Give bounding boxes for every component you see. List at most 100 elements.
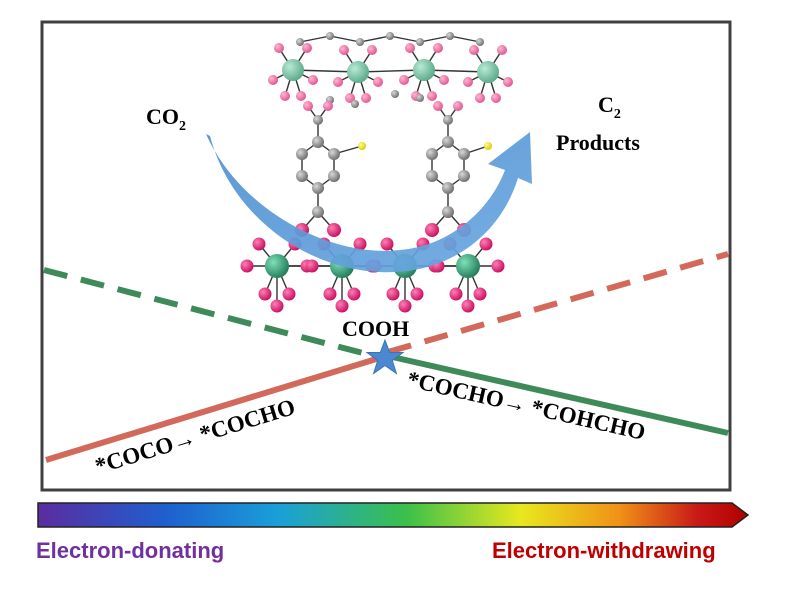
molecular-structure [240,32,513,313]
oxygen-atom [503,77,513,87]
product-label-products: Products [556,130,640,155]
oxygen-atom [258,287,272,301]
electron-colorbar [37,502,750,528]
carbon-atom [328,148,340,160]
molecular-bond [419,35,451,43]
carbon-atom [426,148,438,160]
oxygen-atom [268,75,278,85]
electron-withdrawing-label: Electron-withdrawing [492,538,716,563]
carbon-atom [313,115,323,125]
carbon-atom [443,115,453,125]
oxygen-atom [361,93,371,103]
oxygen-atom [491,259,505,273]
molecular-bond [359,35,391,43]
oxygen-atom [305,259,319,273]
oxygen-atom [240,259,254,273]
carbon-atom [356,38,364,46]
hydrogen-atom [484,142,492,150]
oxygen-atom [282,287,296,301]
oxygen-atom [463,77,473,87]
oxygen-atom [449,287,463,301]
molecular-bond [389,35,421,43]
oxygen-atom [308,75,318,85]
intersection-star-icon [365,338,405,375]
oxygen-atom [475,93,485,103]
carbon-atom [328,170,340,182]
oxygen-atom [399,75,409,85]
carbon-atom [442,206,454,218]
oxygen-atom [453,101,463,111]
oxygen-atom [323,287,337,301]
carbon-atom [446,32,454,40]
oxygen-atom [339,45,349,55]
molecular-bond [357,69,425,73]
oxygen-atom [433,101,443,111]
carbon-atom [391,90,399,98]
oxygen-atom [425,223,439,237]
metal-atom [477,61,499,83]
carbon-atom [458,148,470,160]
carbon-atom [416,94,424,102]
oxygen-atom [302,43,312,53]
oxygen-atom [410,287,424,301]
metal-atom [456,254,480,278]
carbon-atom [326,32,334,40]
hydrogen-atom [358,142,366,150]
carbon-atom [476,38,484,46]
oxygen-atom [280,91,290,101]
red-solid-line [45,353,387,463]
green-dashed-line [43,267,383,361]
carbon-atom [296,38,304,46]
carbon-atom [458,170,470,182]
oxygen-atom [479,237,493,251]
oxygen-atom [335,299,349,313]
oxygen-atom [347,287,361,301]
oxygen-atom [367,45,377,55]
carbon-atom [416,38,424,46]
molecular-bond [449,35,481,43]
oxygen-atom [439,75,449,85]
reactant-label: CO2 [146,104,186,134]
electron-donating-label: Electron-donating [36,538,225,563]
metal-atom [282,59,304,81]
oxygen-atom [373,77,383,87]
curved-arrow [206,132,532,273]
carbon-atom [312,206,324,218]
oxygen-atom [303,101,313,111]
oxygen-atom [491,93,501,103]
oxygen-atom [433,43,443,53]
molecular-bond [329,35,361,43]
carbon-atom [296,170,308,182]
energy-lines [43,251,729,463]
carbon-atom [296,148,308,160]
carbon-atom [386,32,394,40]
oxygen-atom [427,91,437,101]
carbon-atom [442,182,454,194]
oxygen-atom [274,43,284,53]
carbon-atom [351,100,359,108]
metal-atom [265,254,289,278]
carbon-atom [442,136,454,148]
oxygen-atom [405,43,415,53]
oxygen-atom [473,287,487,301]
oxygen-atom [497,45,507,55]
oxygen-atom [386,287,400,301]
oxygen-atom [252,237,266,251]
oxygen-atom [345,93,355,103]
oxygen-atom [270,299,284,313]
oxygen-atom [380,237,394,251]
molecular-bond [299,35,331,43]
oxygen-atom [353,237,367,251]
oxygen-atom [323,101,333,111]
metal-atom [413,59,435,81]
red-dashed-line [387,251,729,355]
metal-atom [347,61,369,83]
product-label-c2: C2 [598,92,621,122]
carbon-atom [312,182,324,194]
intermediate-label: COOH [342,316,409,341]
oxygen-atom [327,223,341,237]
oxygen-atom [461,299,475,313]
oxygen-atom [469,45,479,55]
carbon-atom [312,136,324,148]
